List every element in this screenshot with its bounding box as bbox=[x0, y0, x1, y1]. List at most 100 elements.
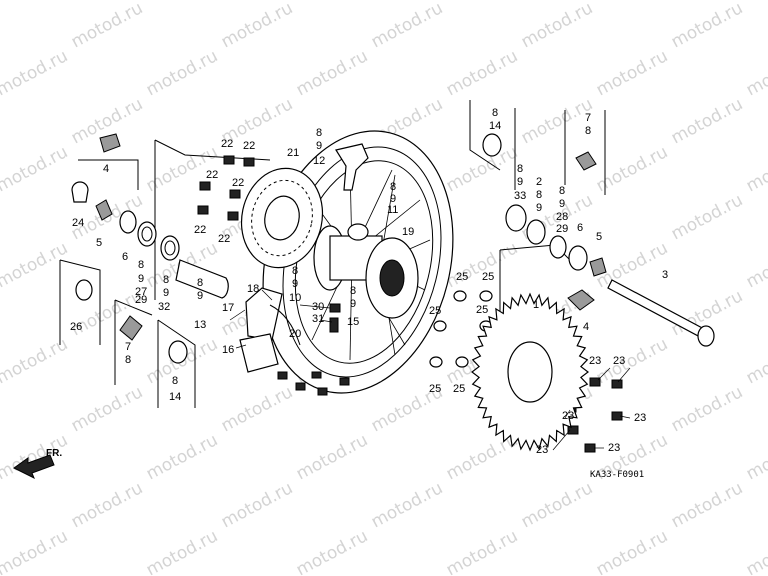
callout: 21 bbox=[287, 147, 299, 159]
callout: 26 bbox=[70, 321, 82, 333]
callout: 23 bbox=[634, 412, 646, 424]
watermark-text: motod.ru bbox=[593, 238, 671, 292]
callout: 19 bbox=[402, 226, 414, 238]
callout: 9 bbox=[536, 202, 542, 214]
callout: 23 bbox=[536, 444, 548, 456]
callout: 6 bbox=[122, 251, 128, 263]
part-seal-right bbox=[549, 235, 567, 259]
callout: 12 bbox=[313, 155, 325, 167]
sprocket-hole bbox=[507, 341, 553, 403]
group-brackets bbox=[59, 100, 606, 408]
watermark-text: motod.ru bbox=[668, 0, 746, 52]
callout: 16 bbox=[222, 344, 234, 356]
part-4-left bbox=[99, 133, 121, 153]
watermark-text: motod.ru bbox=[143, 526, 221, 576]
part-5-right bbox=[589, 257, 607, 277]
callout: 9 bbox=[292, 278, 298, 290]
callout: 8 bbox=[316, 127, 322, 139]
watermark-text: motod.ru bbox=[218, 382, 296, 436]
watermark-text: motod.ru bbox=[443, 46, 521, 100]
callout: 13 bbox=[194, 319, 206, 331]
callout: 9 bbox=[163, 287, 169, 299]
watermark-text: motod.ru bbox=[293, 526, 371, 576]
callout: 7 bbox=[125, 341, 131, 353]
part-7-8-left bbox=[119, 315, 143, 341]
part-5-left bbox=[95, 199, 113, 221]
part-4-right bbox=[567, 289, 595, 311]
callout: 25 bbox=[456, 271, 468, 283]
part-16 bbox=[239, 333, 279, 373]
watermark-text: motod.ru bbox=[368, 0, 446, 52]
part-18 bbox=[269, 304, 301, 346]
callout: 5 bbox=[596, 231, 602, 243]
callout: 25 bbox=[429, 305, 441, 317]
callout: 14 bbox=[169, 391, 181, 403]
callout: 33 bbox=[514, 190, 526, 202]
watermark-text: motod.ru bbox=[0, 0, 71, 4]
callout: 20 bbox=[289, 328, 301, 340]
nuts-25 bbox=[429, 290, 493, 368]
callout: 31 bbox=[312, 313, 324, 325]
watermark-text: motod.ru bbox=[668, 94, 746, 148]
watermark-text: motod.ru bbox=[293, 0, 371, 4]
watermark-text: motod.ru bbox=[68, 382, 146, 436]
watermark-text: motod.ru bbox=[743, 0, 768, 4]
callout: 8 bbox=[350, 285, 356, 297]
part-30-31 bbox=[329, 303, 341, 313]
watermark-text: motod.ru bbox=[218, 0, 296, 52]
watermark-text: motod.ru bbox=[593, 526, 671, 576]
watermark-text: motod.ru bbox=[518, 478, 596, 532]
callout: 25 bbox=[453, 383, 465, 395]
callout: 18 bbox=[247, 283, 259, 295]
callout: 22 bbox=[221, 138, 233, 150]
part-bearing-right bbox=[526, 219, 546, 245]
callout: 8 bbox=[536, 189, 542, 201]
callout: 8 bbox=[517, 163, 523, 175]
watermark-text: motod.ru bbox=[68, 0, 146, 52]
callout: 23 bbox=[589, 355, 601, 367]
callout: 7 bbox=[585, 112, 591, 124]
watermark-text: motod.ru bbox=[668, 478, 746, 532]
callout: 24 bbox=[72, 217, 84, 229]
part-17 bbox=[245, 287, 283, 341]
watermark-text: motod.ru bbox=[518, 0, 596, 52]
part-26 bbox=[75, 279, 93, 301]
callout: 8 bbox=[138, 259, 144, 271]
watermark-text: motod.ru bbox=[668, 382, 746, 436]
callout: 9 bbox=[517, 176, 523, 188]
part-8-14-left bbox=[168, 340, 188, 364]
brake-disc bbox=[240, 167, 324, 269]
part-8-14-right bbox=[482, 133, 502, 157]
watermark-text: motod.ru bbox=[743, 142, 768, 196]
callout: 14 bbox=[489, 120, 501, 132]
callout: 25 bbox=[476, 304, 488, 316]
part-7-8-right bbox=[575, 151, 597, 171]
watermark-text: motod.ru bbox=[0, 238, 71, 292]
callout: 22 bbox=[232, 177, 244, 189]
watermark-text: motod.ru bbox=[443, 430, 521, 484]
watermark-text: motod.ru bbox=[0, 526, 71, 576]
bolts-22 bbox=[197, 155, 255, 221]
axle bbox=[607, 279, 707, 339]
part-33 bbox=[505, 204, 527, 232]
left-parts bbox=[71, 133, 341, 373]
callout: 22 bbox=[194, 224, 206, 236]
watermark-text: motod.ru bbox=[293, 46, 371, 100]
watermark-text: motod.ru bbox=[293, 430, 371, 484]
watermark-text: motod.ru bbox=[368, 478, 446, 532]
watermark-text: motod.ru bbox=[443, 526, 521, 576]
part-bearing-mid bbox=[160, 235, 180, 261]
callout: 10 bbox=[289, 292, 301, 304]
callout: 9 bbox=[138, 273, 144, 285]
bolts-23 bbox=[565, 377, 623, 453]
callout: 8 bbox=[559, 185, 565, 197]
callout: 8 bbox=[292, 265, 298, 277]
leader-lines bbox=[229, 289, 631, 451]
callout: 9 bbox=[559, 198, 565, 210]
watermark-text: motod.ru bbox=[743, 46, 768, 100]
callout: 32 bbox=[158, 301, 170, 313]
callout: 6 bbox=[577, 222, 583, 234]
callout: 29 bbox=[556, 223, 568, 235]
valve-stem bbox=[335, 143, 369, 191]
